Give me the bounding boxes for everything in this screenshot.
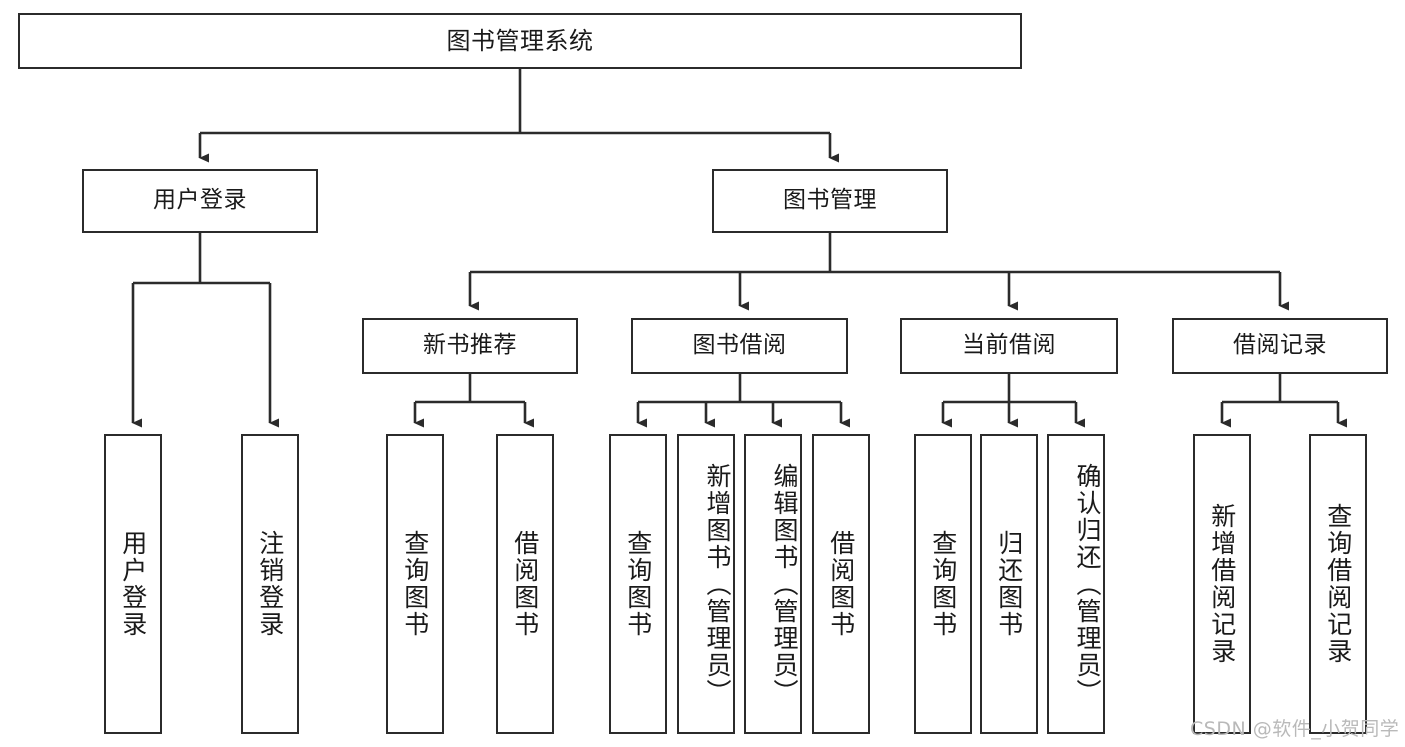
node-book-borrow[interactable]: 图书借阅	[631, 318, 848, 374]
node-label: 查询图书	[928, 530, 958, 638]
leaf-user-login-signout[interactable]: 注销登录	[241, 434, 299, 734]
node-label: 图书借阅	[692, 332, 787, 359]
node-label: 图书管理系统	[446, 26, 594, 55]
node-current-borrow[interactable]: 当前借阅	[900, 318, 1118, 374]
node-label: 确认归还（管理员）	[1073, 462, 1102, 706]
leaf-recommend-query-book[interactable]: 查询图书	[386, 434, 444, 734]
node-label: 借阅记录	[1233, 332, 1327, 359]
node-book-management[interactable]: 图书管理	[712, 169, 948, 233]
node-root-system[interactable]: 图书管理系统	[18, 13, 1022, 69]
csdn-watermark: CSDN @软件_小贺同学	[1190, 718, 1400, 740]
leaf-current-query-book[interactable]: 查询图书	[914, 434, 972, 734]
node-label: 查询图书	[623, 530, 653, 638]
node-label: 编辑图书（管理员）	[770, 462, 799, 706]
node-label: 查询借阅记录	[1323, 503, 1353, 665]
node-label: 用户登录	[153, 187, 247, 214]
leaf-borrow-query-book[interactable]: 查询图书	[609, 434, 667, 734]
leaf-recommend-borrow-book[interactable]: 借阅图书	[496, 434, 554, 734]
leaf-record-add-record[interactable]: 新增借阅记录	[1193, 434, 1251, 734]
node-label: 归还图书	[994, 530, 1024, 638]
node-label: 新增图书（管理员）	[703, 462, 732, 706]
node-label: 新增借阅记录	[1207, 503, 1237, 665]
node-label: 新书推荐	[423, 332, 517, 359]
node-label: 图书管理	[783, 187, 877, 214]
node-label: 借阅图书	[826, 530, 856, 638]
node-label: 当前借阅	[962, 332, 1056, 359]
leaf-borrow-borrow-book[interactable]: 借阅图书	[812, 434, 870, 734]
node-borrow-record[interactable]: 借阅记录	[1172, 318, 1388, 374]
leaf-user-login-signin[interactable]: 用户登录	[104, 434, 162, 734]
node-label: 借阅图书	[510, 530, 540, 638]
leaf-borrow-edit-book-admin[interactable]: 编辑图书（管理员）	[744, 434, 802, 734]
node-user-login[interactable]: 用户登录	[82, 169, 318, 233]
leaf-current-return-book[interactable]: 归还图书	[980, 434, 1038, 734]
leaf-record-query-record[interactable]: 查询借阅记录	[1309, 434, 1367, 734]
node-label: 注销登录	[255, 530, 285, 638]
node-new-book-recommend[interactable]: 新书推荐	[362, 318, 578, 374]
leaf-current-confirm-return-admin[interactable]: 确认归还（管理员）	[1047, 434, 1105, 734]
node-label: 用户登录	[118, 530, 148, 638]
leaf-borrow-add-book-admin[interactable]: 新增图书（管理员）	[677, 434, 735, 734]
node-label: 查询图书	[400, 530, 430, 638]
